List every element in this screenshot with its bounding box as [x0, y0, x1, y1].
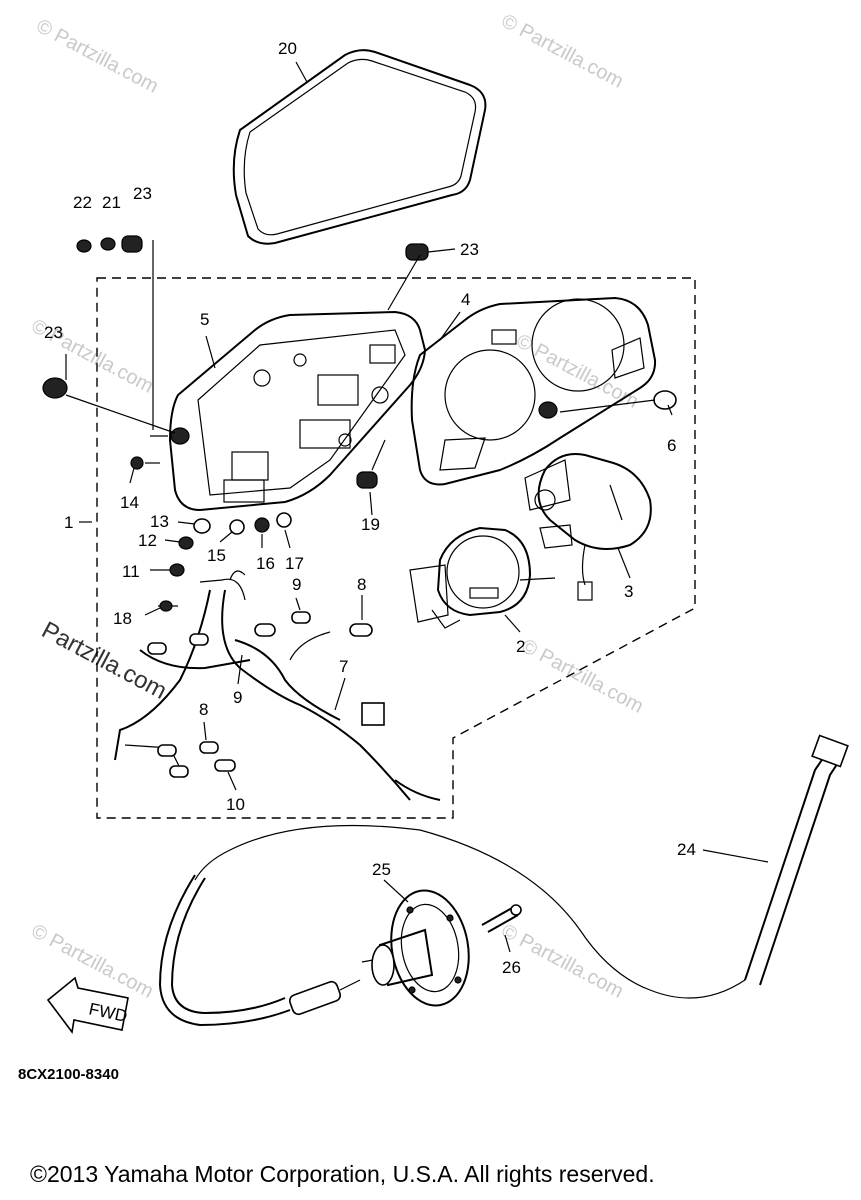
assembly-boundary — [96, 277, 696, 819]
callout-18: 18 — [113, 609, 132, 628]
part-4-meter-panel — [410, 296, 657, 486]
callout-8a: 8 — [357, 575, 366, 594]
callout-23c: 23 — [44, 323, 63, 342]
part-6-bulb — [653, 390, 677, 410]
part-25-gear-unit — [361, 889, 470, 1007]
screws-and-nuts — [130, 427, 292, 612]
callout-17: 17 — [285, 554, 304, 573]
callout-2: 2 — [516, 637, 525, 656]
callout-3: 3 — [624, 582, 633, 601]
part-3-tachometer — [524, 453, 652, 601]
callout-8b: 8 — [199, 700, 208, 719]
callouts: 1 2 3 4 5 6 7 8 8 9 9 10 11 12 13 14 15 … — [44, 39, 696, 977]
part-2-speedometer — [409, 526, 556, 629]
part-20-gasket — [232, 49, 487, 245]
callout-7: 7 — [339, 657, 348, 676]
callout-23a: 23 — [133, 184, 152, 203]
part-5-meter-case — [168, 310, 427, 512]
watermark: © Partzilla.com — [518, 635, 647, 718]
callout-10: 10 — [226, 795, 245, 814]
part-7-harness — [114, 570, 441, 801]
callout-13: 13 — [150, 512, 169, 531]
leader-lines — [65, 61, 769, 953]
callout-22: 22 — [73, 193, 92, 212]
callout-6: 6 — [667, 436, 676, 455]
fwd-arrow: FWD — [46, 976, 129, 1034]
callout-4: 4 — [461, 290, 470, 309]
part-24-cable — [158, 734, 849, 1027]
callout-16: 16 — [256, 554, 275, 573]
watermark-main: Partzilla.com — [37, 616, 171, 704]
callout-20: 20 — [278, 39, 297, 58]
callout-23b: 23 — [460, 240, 479, 259]
part-26-pin — [481, 904, 522, 933]
callout-9b: 9 — [233, 688, 242, 707]
watermark: © Partzilla.com — [498, 10, 627, 93]
callout-15: 15 — [207, 546, 226, 565]
watermark: © Partzilla.com — [33, 15, 162, 98]
callout-21: 21 — [102, 193, 121, 212]
callout-25: 25 — [372, 860, 391, 879]
callout-1: 1 — [64, 513, 73, 532]
callout-14: 14 — [120, 493, 139, 512]
callout-5: 5 — [200, 310, 209, 329]
callout-9a: 9 — [292, 575, 301, 594]
callout-24: 24 — [677, 840, 696, 859]
callout-12: 12 — [138, 531, 157, 550]
diagram-code: 8CX2100-8340 — [18, 1066, 119, 1083]
callout-26: 26 — [502, 958, 521, 977]
callout-11: 11 — [122, 562, 140, 581]
part-19-grommet — [356, 471, 378, 489]
callout-19: 19 — [361, 515, 380, 534]
copyright-notice: ©2013 Yamaha Motor Corporation, U.S.A. A… — [30, 1161, 655, 1187]
small-nuts-top — [42, 235, 429, 399]
